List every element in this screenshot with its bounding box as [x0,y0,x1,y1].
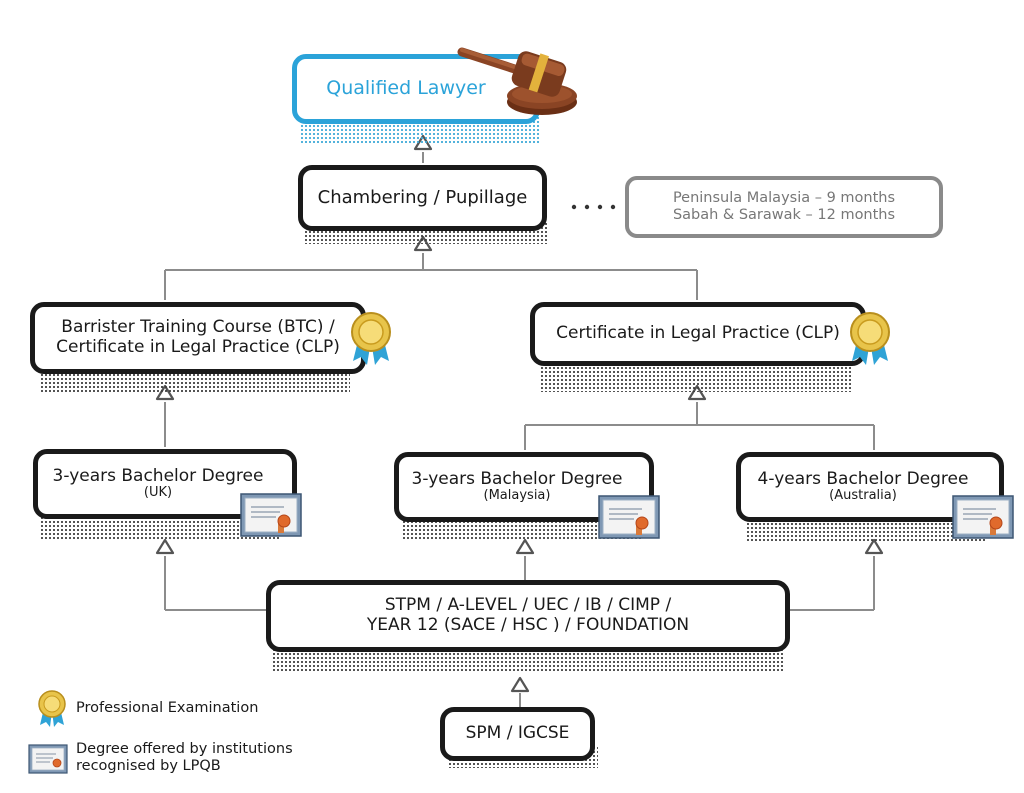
chambering-duration-note: Peninsula Malaysia – 9 months Sabah & Sa… [625,176,943,238]
spm-box: SPM / IGCSE [440,707,595,761]
gavel-icon [457,47,577,115]
spm-label: SPM / IGCSE [465,723,570,744]
arrow-degree-my [515,538,535,555]
arrow-clp [687,384,707,401]
legend-degree-line2: recognised by LPQB [76,758,221,775]
qualified-lawyer-label: Qualified Lawyer [326,77,486,100]
dots-connector [571,204,616,210]
legend-degree: Degree offered by institutions recognise… [76,741,293,776]
medal-icon [850,312,890,365]
clp-shadow [540,362,852,392]
legend-medal-icon [38,690,66,727]
legend-professional-exam: Professional Examination [76,700,259,716]
legend-certificate-icon [28,744,68,774]
clp-box: Certificate in Legal Practice (CLP) [530,302,866,366]
chambering-box: Chambering / Pupillage [298,165,547,231]
degree-uk-title: 3-years Bachelor Degree [52,465,264,486]
degree-uk-box: 3-years Bachelor Degree (UK) [33,449,297,519]
legend-degree-line1: Degree offered by institutions [76,741,293,757]
degree-my-sub: (Malaysia) [483,488,551,504]
preu-label-line1: STPM / A-LEVEL / UEC / IB / CIMP / [384,595,672,616]
clp-label: Certificate in Legal Practice (CLP) [556,323,840,344]
certificate-icon [598,495,660,539]
btc-box: Barrister Training Course (BTC) / Certif… [30,302,366,374]
certificate-icon [952,495,1014,539]
degree-uk-sub: (UK) [143,485,173,501]
chambering-label: Chambering / Pupillage [317,186,528,208]
btc-label-line2: Certificate in Legal Practice (CLP) [56,337,340,357]
certificate-icon [240,493,302,537]
degree-my-title: 3-years Bachelor Degree [411,468,623,489]
note-peninsula: Peninsula Malaysia – 9 months [672,190,896,207]
degree-au-box: 4-years Bachelor Degree (Australia) [736,452,1004,522]
medal-icon [351,312,391,365]
arrow-degree-uk [155,538,175,555]
arrow-preu [510,676,530,693]
degree-my-box: 3-years Bachelor Degree (Malaysia) [394,452,654,522]
btc-label-line1: Barrister Training Course (BTC) / [61,317,335,338]
degree-au-title: 4-years Bachelor Degree [757,468,969,489]
note-sabah-sarawak: Sabah & Sarawak – 12 months [672,207,896,223]
preu-label-line2: YEAR 12 (SACE / HSC ) / FOUNDATION [366,615,690,635]
degree-au-sub: (Australia) [829,488,897,504]
preu-box: STPM / A-LEVEL / UEC / IB / CIMP / YEAR … [266,580,790,652]
arrow-degree-au [864,538,884,555]
